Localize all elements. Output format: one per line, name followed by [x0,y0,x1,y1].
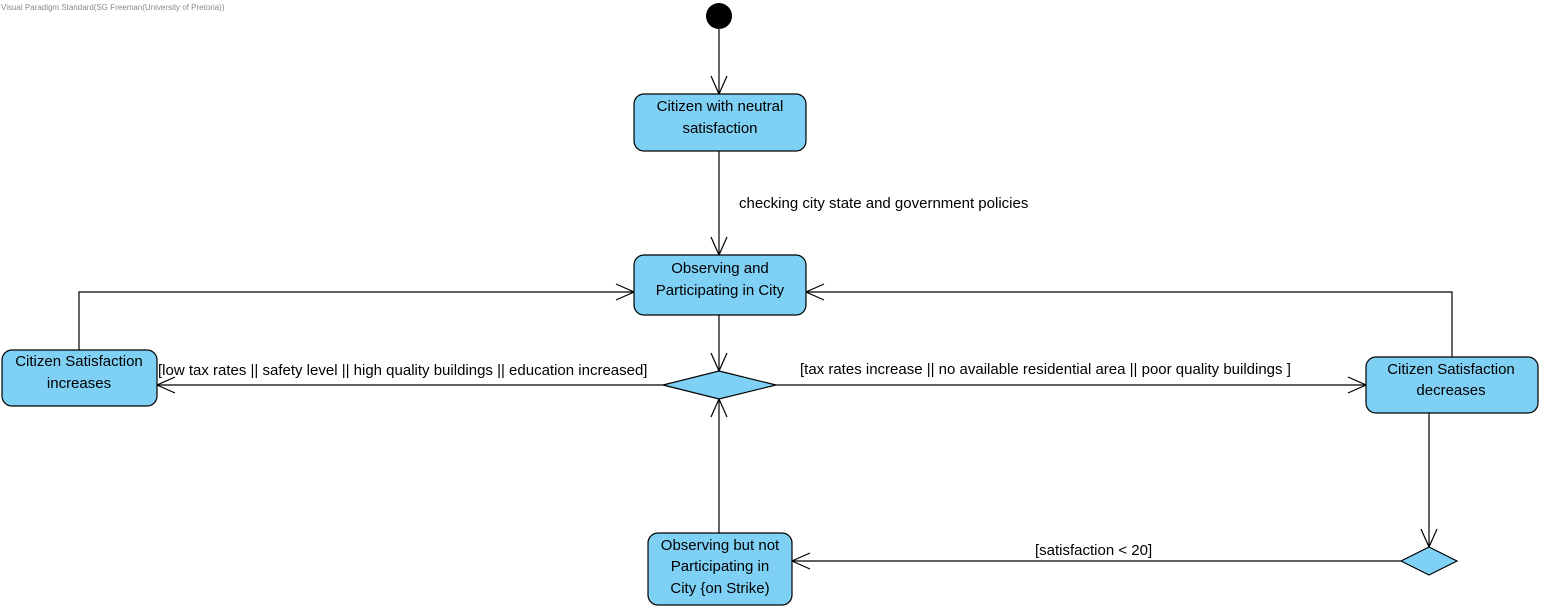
decision-node-main [662,370,777,400]
state-label: Citizen Satisfaction [1387,361,1515,378]
state-label: Participating in City [656,282,785,299]
watermark: Visual Paradigm Standard(SG Freeman(Univ… [1,3,225,12]
initial-node [706,3,732,29]
state-label: Participating in [671,558,769,575]
edge-increases-to-observing [78,291,634,350]
label-decrease-guard: [tax rates increase || no available resi… [800,361,1291,378]
state-observing-on-strike: Observing but not Participating in City … [647,532,793,606]
state-label: Observing but not [661,537,780,554]
state-satisfaction-decreases: Citizen Satisfaction decreases [1365,356,1539,414]
label-strike-guard: [satisfaction < 20] [1035,542,1152,559]
state-label: Citizen with neutral [657,98,784,115]
state-label: City {on Strike) [670,580,769,597]
state-label: satisfaction [682,120,757,137]
transitions [78,29,1453,570]
state-satisfaction-increases: Citizen Satisfaction increases [1,349,158,407]
edge-decreases-to-observing [806,291,1453,357]
state-label: decreases [1416,382,1485,399]
state-label: Observing and [671,260,769,277]
label-increase-guard: [low tax rates || safety level || high q… [158,362,647,379]
state-citizen-neutral: Citizen with neutral satisfaction [633,93,807,152]
decision-node-strike [1399,546,1459,576]
state-observing-participating: Observing and Participating in City [633,254,807,316]
label-checking-city-state: checking city state and government polic… [739,195,1028,212]
state-label: increases [47,375,111,392]
state-label: Citizen Satisfaction [15,353,143,370]
